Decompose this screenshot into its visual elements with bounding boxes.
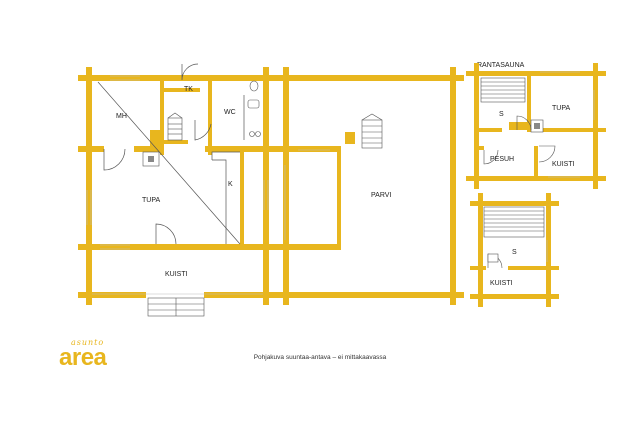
room-label-rantasauna-s: S	[499, 111, 504, 118]
room-label-parvi: PARVI	[371, 192, 391, 199]
plan-caption: Pohjakuva suuntaa-antava – ei mittakaava…	[253, 354, 387, 361]
room-label-sauna2-s: S	[512, 249, 517, 256]
main-house: MH TK WC K TUPA KUISTI	[78, 63, 277, 317]
room-label-tk: TK	[184, 86, 193, 93]
sauna-2: S KUISTI	[470, 193, 559, 307]
company-logo: asunto area	[30, 338, 107, 372]
room-label-kuisti: KUISTI	[165, 271, 188, 278]
loft: PARVI	[275, 67, 464, 305]
room-label-k: K	[228, 181, 233, 188]
room-label-mh: MH	[116, 113, 127, 120]
room-label-wc: WC	[224, 109, 236, 116]
building-title-rantasauna: RANTASAUNA	[477, 62, 525, 69]
room-label-pesuh: PESUH	[490, 156, 514, 163]
logo-small-text: asunto	[71, 338, 105, 347]
room-label-sauna2-kuisti: KUISTI	[490, 280, 513, 287]
rantasauna: RANTASAUNA	[466, 62, 606, 189]
room-label-tupa: TUPA	[142, 197, 160, 204]
logo-big-text: area	[59, 344, 107, 371]
room-label-rantasauna-tupa: TUPA	[552, 105, 570, 112]
room-label-rantasauna-kuisti: KUISTI	[552, 161, 575, 168]
